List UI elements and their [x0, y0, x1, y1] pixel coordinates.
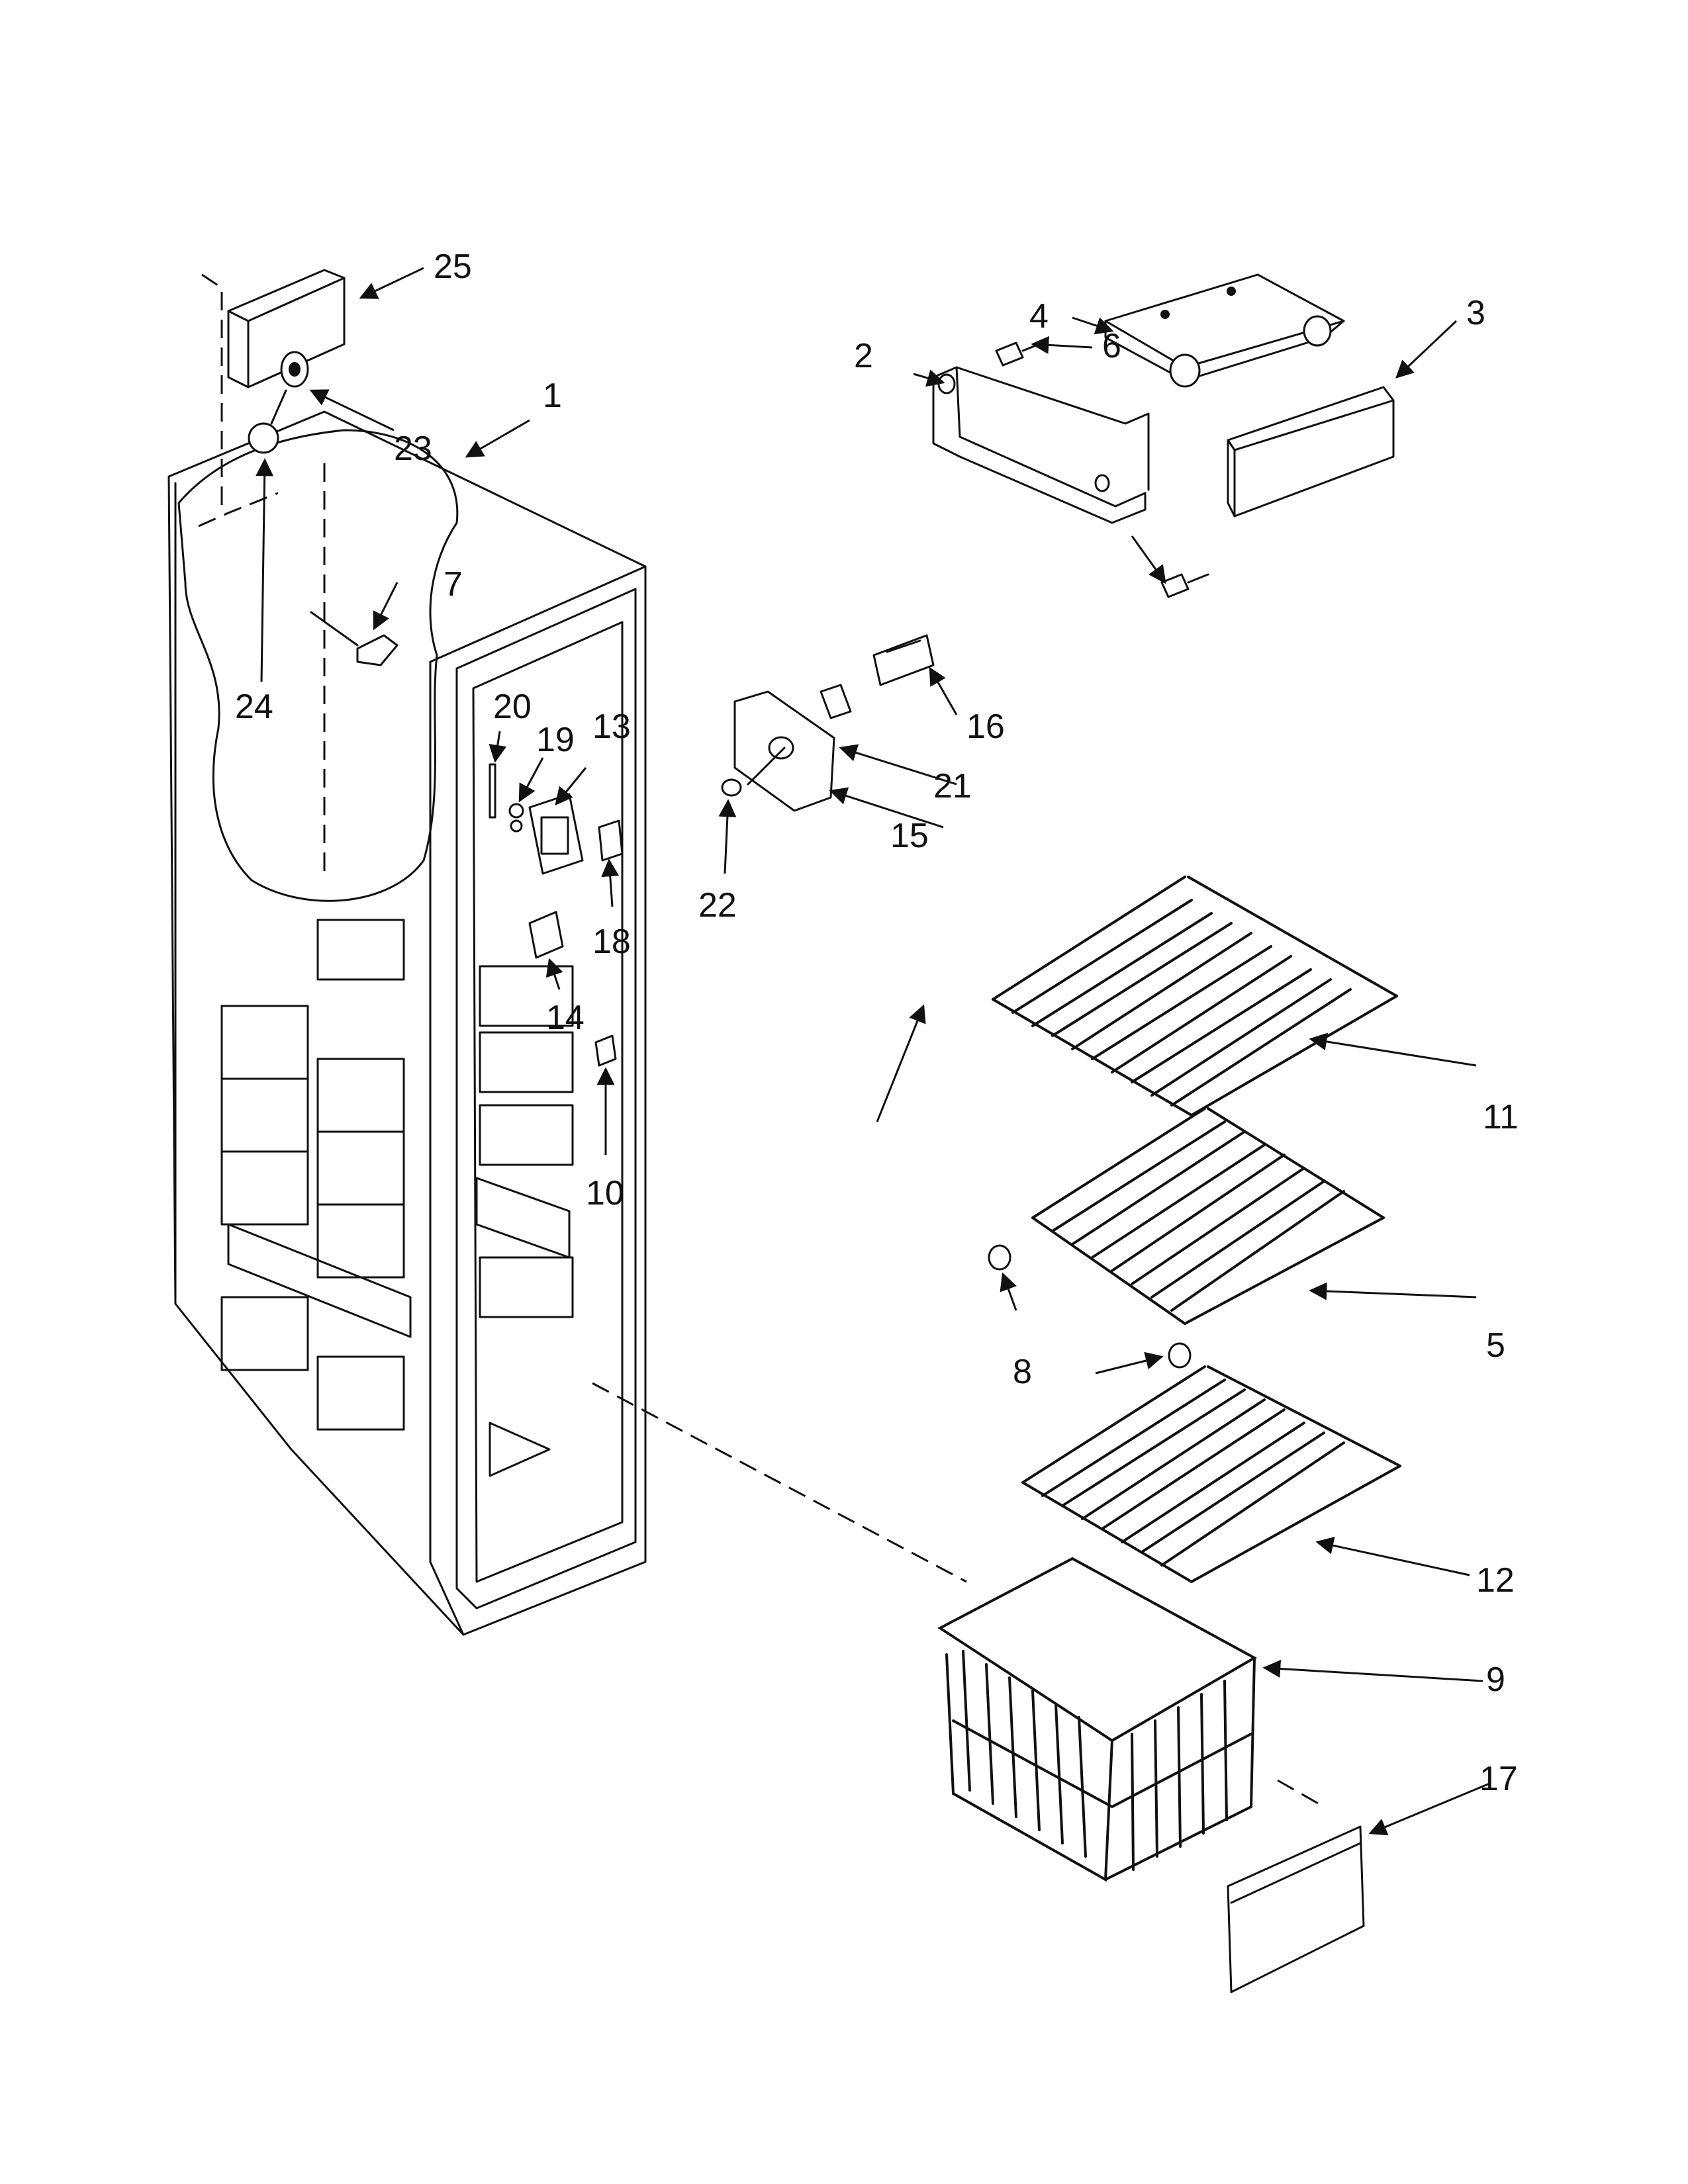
basket-front-part-17 [1227, 1779, 1365, 1993]
callout-21: 21 [933, 767, 972, 805]
callout-16: 16 [966, 707, 1005, 746]
basket-alignment-line [592, 1382, 967, 1583]
callout-5: 5 [1486, 1326, 1505, 1365]
callout-14: 14 [546, 999, 585, 1037]
callout-19: 19 [536, 721, 575, 759]
callout-9: 9 [1486, 1661, 1505, 1699]
switch-part-10 [594, 1034, 617, 1067]
callout-22: 22 [698, 886, 737, 925]
liner-cutaway [177, 429, 459, 902]
shelf-part-11 [992, 876, 1398, 1116]
switch-part-18 [598, 819, 624, 862]
liner-components [489, 763, 624, 1067]
cover-part-25 [201, 269, 346, 510]
knob-part-22 [721, 778, 742, 797]
basket-part-9 [937, 1557, 1258, 1882]
callout-2: 2 [854, 337, 873, 375]
control-housing-part-13 [528, 793, 584, 875]
callout-1: 1 [543, 377, 562, 415]
control-plate-part-15 [733, 690, 835, 812]
light-bulb-part-24 [248, 389, 287, 454]
callout-24: 24 [235, 688, 273, 726]
switch-part-14 [528, 911, 564, 959]
liner-wall-panels [220, 919, 574, 1477]
callout-labels: 25 1 4 3 2 6 23 7 24 20 19 13 16 21 15 2… [235, 248, 1519, 1798]
bracket-part-2 [932, 366, 1150, 524]
shelf-part-12 [1021, 1365, 1401, 1583]
callout-4: 4 [1029, 297, 1049, 336]
part-16 [872, 634, 935, 686]
callout-12: 12 [1476, 1561, 1515, 1600]
callout-23: 23 [394, 430, 432, 468]
callout-13: 13 [592, 707, 631, 746]
callout-11: 11 [1483, 1098, 1519, 1136]
callout-18: 18 [592, 923, 631, 961]
callout-7: 7 [444, 565, 463, 604]
callout-17: 17 [1479, 1760, 1518, 1798]
leader-lines [256, 267, 1490, 1836]
callout-25: 25 [434, 248, 472, 286]
part-19 [508, 803, 524, 819]
freezer-liner [167, 410, 647, 1636]
callout-3: 3 [1466, 294, 1485, 332]
callout-8: 8 [1013, 1353, 1032, 1391]
callout-20: 20 [493, 688, 532, 726]
part-20 [489, 763, 496, 819]
hinge-cover-part-4 [1104, 273, 1345, 388]
clip-part-7 [310, 611, 399, 666]
panel-part-3 [1227, 386, 1395, 518]
callout-10: 10 [586, 1174, 624, 1212]
shelf-part-5 [1031, 1107, 1385, 1325]
part-21 [820, 684, 852, 719]
callout-15: 15 [890, 817, 929, 855]
callout-6: 6 [1102, 327, 1121, 365]
shelf-supports-part-8 [988, 1244, 1192, 1369]
light-socket-part-23 [198, 351, 309, 527]
